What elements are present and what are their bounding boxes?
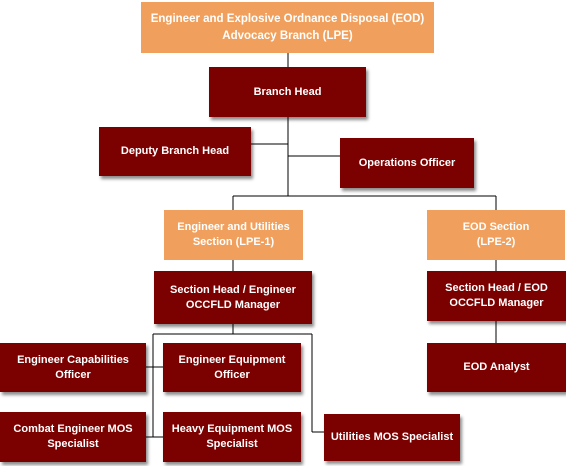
node-combat-engineer-mos-specialist: Combat Engineer MOS Specialist bbox=[0, 412, 146, 462]
node-utilities-mos-specialist: Utilities MOS Specialist bbox=[324, 414, 460, 461]
node-lpe2-section: EOD Section (LPE-2) bbox=[427, 210, 565, 260]
node-operations-officer: Operations Officer bbox=[340, 138, 474, 188]
node-engineer-equipment-officer: Engineer Equipment Officer bbox=[163, 343, 301, 392]
node-section-head-engineer: Section Head / Engineer OCCFLD Manager bbox=[154, 271, 312, 324]
node-lpe-branch: Engineer and Explosive Ordnance Disposal… bbox=[141, 2, 434, 53]
node-branch-head: Branch Head bbox=[209, 67, 366, 117]
node-eod-analyst: EOD Analyst bbox=[427, 343, 566, 392]
node-lpe1-section: Engineer and Utilities Section (LPE-1) bbox=[164, 210, 303, 260]
node-heavy-equipment-mos-specialist: Heavy Equipment MOS Specialist bbox=[163, 412, 301, 462]
node-section-head-eod: Section Head / EOD OCCFLD Manager bbox=[427, 271, 566, 321]
node-engineer-capabilities-officer: Engineer Capabilities Officer bbox=[0, 343, 146, 392]
node-deputy-branch-head: Deputy Branch Head bbox=[99, 127, 251, 176]
